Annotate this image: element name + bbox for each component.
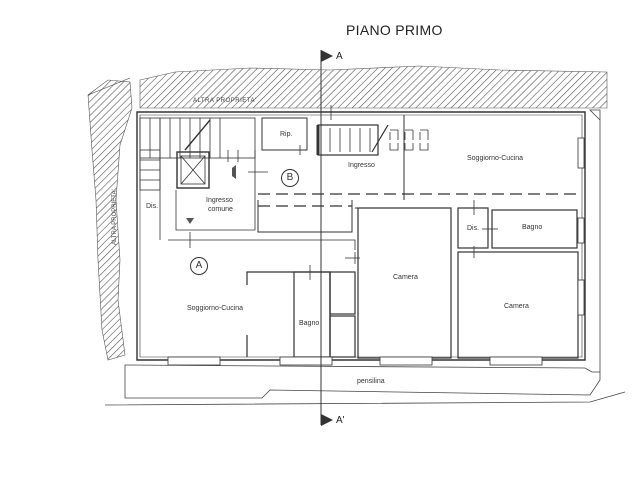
room-soggiorno-cucina-a: Soggiorno-Cucina	[187, 305, 244, 312]
neighbor-top-label: ALTRA PROPRIETA'	[193, 98, 257, 104]
pensilina-label: pensilina	[357, 378, 385, 385]
room-camera-right: Camera	[504, 303, 529, 310]
room-ingresso-comune-2: comune	[208, 206, 233, 213]
neighbor-top-hatch	[139, 65, 608, 109]
room-bagno-left: Bagno	[299, 320, 320, 327]
room-dis-right: Dis.	[467, 225, 480, 232]
room-ingresso-comune-1: Ingresso	[206, 197, 233, 204]
room-rip: Rip.	[280, 131, 293, 138]
room-soggiorno-cucina-b: Soggiorno-Cucina	[467, 155, 524, 162]
unit-marker-a: A	[190, 257, 208, 275]
unit-marker-b: B	[281, 169, 299, 187]
room-camera-center: Camera	[393, 274, 418, 281]
pensilina-outline	[124, 109, 601, 399]
neighbor-left-hatch	[87, 79, 133, 361]
room-bagno-right: Bagno	[522, 224, 543, 231]
room-dis-left: Dis.	[146, 203, 159, 210]
section-mark-bottom: A'	[336, 415, 345, 426]
room-ingresso: Ingresso	[348, 162, 375, 169]
drawing-title: PIANO PRIMO	[346, 22, 443, 38]
neighbor-left-label: ALTRA PROPRIETA'	[112, 189, 118, 245]
section-mark-top: A	[336, 51, 343, 62]
